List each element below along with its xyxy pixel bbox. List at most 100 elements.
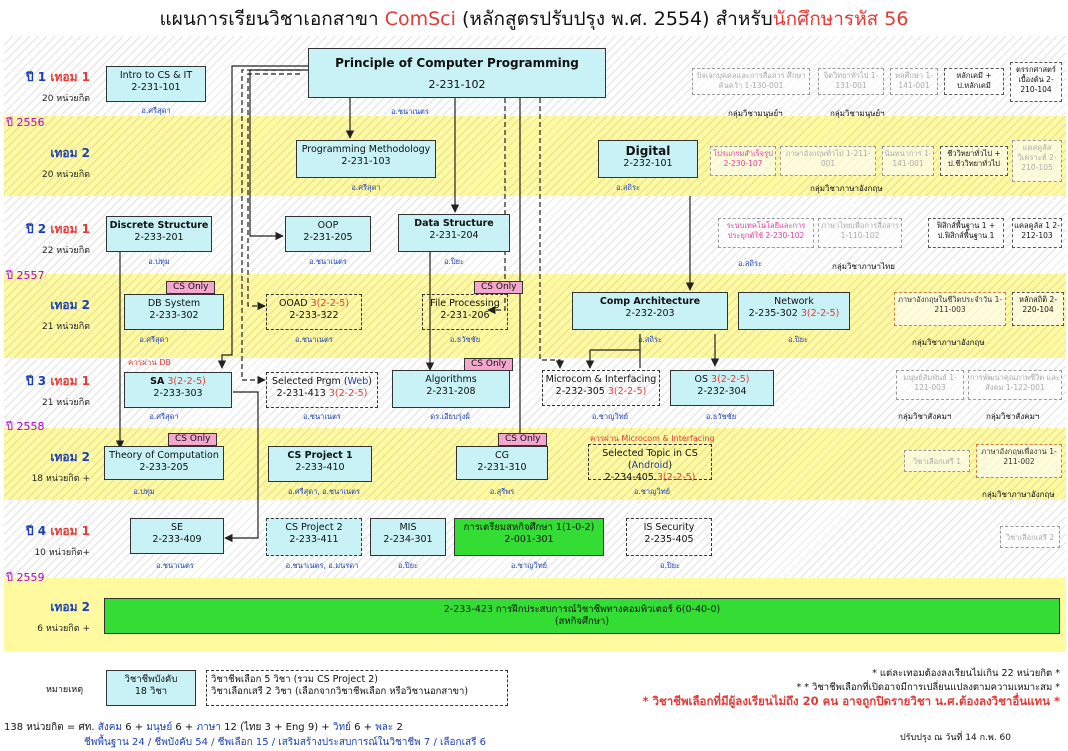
cs-only-badge: CS Only	[166, 281, 216, 294]
semester-credits: 22 หน่วยกิต	[41, 246, 90, 256]
gened-course: แคลคูลัส วิเคราะห์ 2-210-105	[1012, 140, 1062, 182]
semester-label: เทอม 2	[50, 600, 90, 614]
cs-only-badge: CS Only	[474, 281, 524, 294]
gened-course: โปรแกรมสำเร็จรูป 2-230-107	[710, 146, 776, 176]
gened-group-label: กลุ่มวิชาภาษาไทย	[832, 262, 895, 271]
gened-course: ปัจเจกบุคคลและการสื่อสาร ศึกษาค้นคว้า 1-…	[692, 68, 810, 95]
gened-course: การพัฒนาคุณภาพชีวิต และสังคม 1-122-001	[968, 370, 1062, 400]
footnote: * แต่ละเทอมต้องลงเรียนไม่เกิน 22 หน่วยกิ…	[872, 668, 1060, 679]
legend-elective-box: วิชาชีพเลือก 5 วิชา (รวม CS Project 2)วิ…	[206, 670, 508, 706]
course-sa[interactable]: SA 3(2-2-5)2-233-303	[124, 372, 232, 408]
semester-credits: 18 หน่วยกิต +	[31, 474, 90, 484]
gened-group-label: กลุ่มวิชาภาษาอังกฤษ	[912, 338, 985, 347]
instructor-label: อ.ชาญวิทย์	[510, 561, 548, 570]
gened-course: ชีววิทยาทั่วไป + ป.ชีววิทยาทั่วไป	[940, 146, 1008, 176]
semester-label: ปี 1 เทอม 1	[26, 70, 90, 84]
instructor-label: อ.ชนาเนตร	[309, 257, 347, 266]
gened-course: วิชาเลือกเสรี 2	[1000, 526, 1060, 548]
gened-course: ภาษาอังกฤษในชีวิตประจำวัน 1-211-003	[894, 292, 1006, 326]
instructor-label: อ.ปิยะ	[443, 257, 465, 266]
course-os[interactable]: OS 3(2-2-5)2-232-304	[670, 370, 774, 406]
gened-course: วิชาเลือกเสรี 1	[904, 450, 970, 472]
cs-only-badge: CS Only	[498, 433, 548, 446]
gened-course: จิตวิทยาทั่วไป 1-131-001	[818, 68, 884, 95]
prerequisite-note: ควรผ่าน DB	[128, 358, 171, 367]
gened-course: แคลคูลัส 1 2-212-103	[1012, 218, 1062, 248]
prerequisite-note: ควรผ่าน Microcom & Interfacing	[590, 434, 715, 443]
instructor-label: อ.ชนาเนตร	[156, 561, 194, 570]
semester-label: เทอม 2	[50, 146, 90, 160]
course-selected-prgm-web[interactable]: Selected Prgm (Web) 2-231-413 3(2-2-5)	[266, 372, 378, 408]
semester-credits: 10 หน่วยกิต+	[34, 548, 90, 558]
gened-course: มนุษย์สัมพันธ์ 1-121-003	[896, 370, 964, 400]
page-title: แผนการเรียนวิชาเอกสาขา ComSci (หลักสูตรป…	[159, 8, 909, 30]
legend-label: หมายเหตุ	[46, 685, 84, 695]
instructor-label: อ.ปทุม	[148, 257, 170, 266]
instructor-label: อ.ศรีสุดา, อ.ชนาเนตร	[287, 487, 360, 496]
gened-group-label: กลุ่มวิชาสังคมฯ	[986, 412, 1040, 421]
instructor-label: อ.สถิระ	[737, 259, 763, 268]
instructor-label: อ.ศรีสุดา	[139, 335, 169, 344]
semester-label: ปี 4 เทอม 1	[26, 524, 90, 538]
course-ooad[interactable]: OOAD 3(2-2-5)2-233-322	[266, 294, 362, 330]
instructor-label: อ.ปทุม	[133, 487, 155, 496]
instructor-label: อ.ศรีสุดา	[141, 106, 171, 115]
gened-group-label: กลุ่มวิชามนุษย์ฯ	[728, 109, 783, 118]
semester-credits: 20 หน่วยกิต	[41, 94, 90, 104]
gened-group-label: กลุ่มวิชาสังคมฯ	[898, 412, 952, 421]
gened-course: พลศึกษา 1-141-001	[890, 68, 938, 95]
gened-group-label: กลุ่มวิชามนุษย์ฯ	[830, 109, 885, 118]
instructor-label: อ.ศรีสุดา	[351, 183, 381, 192]
instructor-label: อ.ชนาเนตร, อ.มนรดา	[285, 561, 359, 570]
year-label: ปี 2557	[6, 269, 45, 282]
course-coop-prep[interactable]: การเตรียมสหกิจศึกษา 1(1-0-2)2-001-301	[454, 518, 604, 556]
credit-summary: 138 หน่วยกิต = ศท. สังคม 6 + มนุษย์ 6 + …	[4, 722, 403, 733]
instructor-label: อ.สถิระ	[637, 335, 663, 344]
year-label: ปี 2559	[6, 571, 45, 584]
semester-credits: 21 หน่วยกิต	[41, 322, 90, 332]
gened-course: หลักสถิติ 2-220-104	[1012, 292, 1064, 326]
instructor-label: ดร.เอียบรุ่งฝ์	[430, 412, 470, 421]
gened-course: ระบบเทคโนโลยีและการ ประยุกต์ใช้ 2-230-10…	[718, 218, 814, 248]
instructor-label: อ.ปิยะ	[659, 561, 681, 570]
gened-group-label: กลุ่มวิชาภาษาอังกฤษ	[982, 490, 1055, 499]
semester-label: เทอม 2	[50, 298, 90, 312]
instructor-label: อ.ศรีสุดา	[149, 412, 179, 421]
gened-group-label: กลุ่มวิชาภาษาอังกฤษ	[810, 184, 883, 193]
gened-course: ภาษาอังกฤษทั่วไป 1-211-001	[780, 146, 876, 176]
semester-credits: 6 หน่วยกิต +	[37, 624, 90, 634]
semester-label: ปี 3 เทอม 1	[26, 374, 90, 388]
year-label: ปี 2556	[6, 116, 45, 129]
course-selected-topic-android[interactable]: Selected Topic in CS (Android) 2-234-405…	[588, 444, 712, 483]
semester-credits: 21 หน่วยกิต	[41, 398, 90, 408]
credit-breakdown: ชีพพื้นฐาน 24 / ชีพบังคับ 54 / ชีพเลือก …	[84, 737, 487, 748]
instructor-label: อ.ธวัชชัย	[705, 412, 737, 421]
semester-label: ปี 2 เทอม 1	[26, 222, 90, 236]
gened-course: นันทนาการ 1-141-001	[882, 146, 934, 176]
course-coop-education[interactable]: 2-233-423 การฝึกประสบการณ์วิชาชีพทางคอมพ…	[104, 598, 1060, 634]
instructor-label: อ.ชนาเนตร	[391, 107, 429, 116]
course-principle-programming[interactable]: Principle of Computer Programming 2-231-…	[308, 48, 606, 98]
footnote-warning: * วิชาชีพเลือกที่มีผู้ลงเรียนไม่ถึง 20 ค…	[642, 694, 1060, 708]
semester-label: เทอม 2	[50, 450, 90, 464]
